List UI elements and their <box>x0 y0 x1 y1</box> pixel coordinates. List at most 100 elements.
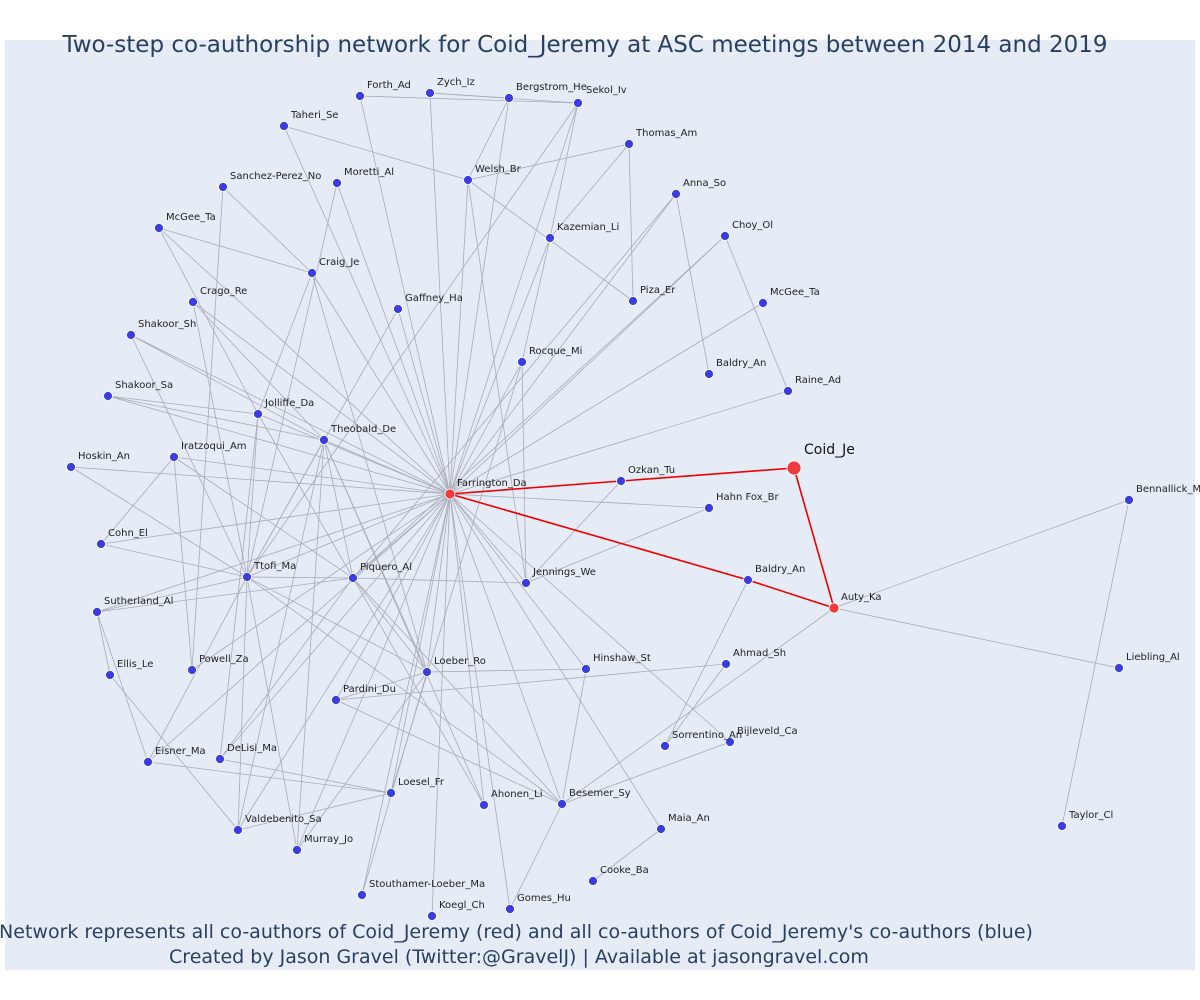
edge <box>549 102 579 239</box>
edge <box>192 301 248 578</box>
node-Sutherland_Al[interactable] <box>92 607 102 617</box>
node-Cohn_El[interactable] <box>96 539 106 549</box>
node-Baldry_An[interactable] <box>704 369 714 379</box>
node-Welsh_Br[interactable] <box>463 175 473 185</box>
node-Crago_Re[interactable] <box>188 297 198 307</box>
node-label-Rocque_Mi: Rocque_Mi <box>529 346 582 357</box>
node-Murray_Jo[interactable] <box>292 845 302 855</box>
node-Taylor_Cl[interactable] <box>1057 821 1067 831</box>
node-Loeber_Ro[interactable] <box>422 667 432 677</box>
edge <box>192 301 325 441</box>
node-label-Maia_An: Maia_An <box>668 813 710 824</box>
node-Gomes_Hu[interactable] <box>505 904 515 914</box>
node-Jennings_We[interactable] <box>521 578 531 588</box>
edge <box>397 308 451 495</box>
node-Rocque_Mi[interactable] <box>517 357 527 367</box>
edge <box>833 499 1130 609</box>
node-Kazemian_Li[interactable] <box>545 233 555 243</box>
edge <box>96 577 354 613</box>
node-Piza_Er[interactable] <box>628 296 638 306</box>
edge <box>246 102 579 578</box>
node-Gaffney_Ha[interactable] <box>393 304 403 314</box>
node-Loesel_Fr[interactable] <box>386 788 396 798</box>
node-Hinshaw_St[interactable] <box>581 664 591 674</box>
node-Bergstrom_He[interactable] <box>504 93 514 103</box>
edge <box>390 361 523 794</box>
edge <box>429 92 451 495</box>
node-Craig_Je[interactable] <box>307 268 317 278</box>
node-label-Craig_Je: Craig_Je <box>319 257 359 268</box>
edge <box>426 493 451 673</box>
node-Sekol_Iv[interactable] <box>573 98 583 108</box>
node-McGee_Ta[interactable] <box>154 223 164 233</box>
caption-line-2: Created by Jason Gravel (Twitter:@Gravel… <box>169 946 869 968</box>
node-Pardini_Du[interactable] <box>331 695 341 705</box>
edge <box>147 493 451 763</box>
node-Ahonen_Li[interactable] <box>479 800 489 810</box>
edge <box>449 235 726 495</box>
node-Ahmad_Sh[interactable] <box>721 659 731 669</box>
chart-title: Two-step co-authorship network for Coid_… <box>61 32 1107 58</box>
node-Forth_Ad[interactable] <box>355 91 365 101</box>
node-Iratzoqui_Am[interactable] <box>169 452 179 462</box>
edge <box>664 663 727 747</box>
edge <box>449 493 511 910</box>
edge <box>525 507 710 584</box>
node-Liebling_Al[interactable] <box>1114 663 1124 673</box>
node-label-McGee_Ta: McGee_Ta <box>166 212 216 223</box>
node-label-Taheri_Se: Taheri_Se <box>290 110 338 121</box>
node-Coid_Je[interactable] <box>786 460 802 476</box>
node-Baldry_An2[interactable] <box>743 575 753 585</box>
node-Thomas_Am[interactable] <box>624 139 634 149</box>
edge <box>323 439 451 495</box>
edge <box>335 663 727 701</box>
node-Farrington_Da[interactable] <box>444 488 456 500</box>
node-Maia_An[interactable] <box>656 824 666 834</box>
node-label-Choy_Ol: Choy_Ol <box>732 220 773 231</box>
node-McGee_Ta2[interactable] <box>758 298 768 308</box>
node-Sorrentino_An[interactable] <box>660 741 670 751</box>
node-Zych_Iz[interactable] <box>425 88 435 98</box>
node-Hahn_Fox_Br[interactable] <box>704 503 714 513</box>
node-Eisner_Ma[interactable] <box>143 757 153 767</box>
node-Taheri_Se[interactable] <box>279 121 289 131</box>
node-Powell_Za[interactable] <box>187 665 197 675</box>
node-Valdebenito_Sa[interactable] <box>233 825 243 835</box>
node-Besemer_Sy[interactable] <box>557 799 567 809</box>
node-Ttofi_Ma[interactable] <box>242 572 252 582</box>
node-label-Welsh_Br: Welsh_Br <box>475 164 522 175</box>
edges-layer <box>70 92 1130 917</box>
node-Anna_So[interactable] <box>671 189 681 199</box>
node-Choy_Ol[interactable] <box>720 231 730 241</box>
edge <box>628 143 634 302</box>
node-label-Iratzoqui_Am: Iratzoqui_Am <box>181 441 247 452</box>
edge <box>296 671 428 851</box>
edge <box>449 97 510 495</box>
node-DeLisi_Ma[interactable] <box>215 754 225 764</box>
node-Ozkan_Tu[interactable] <box>616 476 626 486</box>
node-Auty_Ka[interactable] <box>828 602 840 614</box>
node-Jolliffe_Da[interactable] <box>253 409 263 419</box>
node-Koegl_Ch[interactable] <box>427 911 437 921</box>
node-label-Pardini_Du: Pardini_Du <box>343 684 396 695</box>
edge <box>449 493 731 743</box>
node-Raine_Ad[interactable] <box>783 386 793 396</box>
node-Ellis_Le[interactable] <box>105 670 115 680</box>
node-Shakoor_Sh[interactable] <box>126 330 136 340</box>
edge <box>352 577 428 673</box>
node-Stouthamer-Loeber_Ma[interactable] <box>357 890 367 900</box>
node-label-Sutherland_Al: Sutherland_Al <box>104 596 173 607</box>
node-Cooke_Ba[interactable] <box>588 876 598 886</box>
node-Piquero_Al[interactable] <box>348 573 358 583</box>
edge <box>561 668 587 805</box>
node-Shakoor_Sa[interactable] <box>103 391 113 401</box>
node-label-Moretti_Al: Moretti_Al <box>344 167 394 178</box>
node-Hoskin_An[interactable] <box>66 462 76 472</box>
edge <box>426 668 587 673</box>
node-Bennallick_M[interactable] <box>1124 495 1134 505</box>
node-Bijleveld_Ca[interactable] <box>725 737 735 747</box>
edge <box>219 493 451 760</box>
node-Theobald_De[interactable] <box>319 435 329 445</box>
node-Sanchez-Perez_No[interactable] <box>218 182 228 192</box>
node-Moretti_Al[interactable] <box>332 178 342 188</box>
